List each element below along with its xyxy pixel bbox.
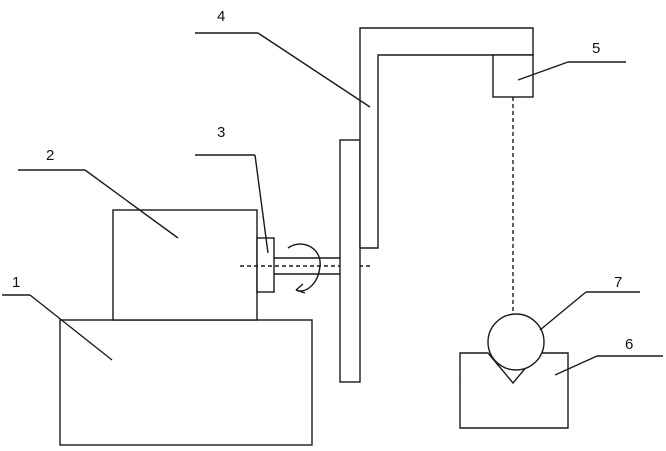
base-block (60, 320, 312, 445)
label-1: 1 (12, 274, 20, 291)
label-6: 6 (625, 336, 633, 353)
rotating-disc (340, 140, 360, 382)
rotation-arc (288, 244, 320, 291)
label-4: 4 (217, 8, 225, 25)
ball (488, 314, 544, 370)
leader-7-diagonal (540, 292, 586, 330)
label-7: 7 (614, 274, 622, 291)
leader-4-diagonal (258, 33, 370, 107)
label-5: 5 (592, 40, 600, 57)
coupling-block (257, 238, 274, 292)
label-3: 3 (217, 124, 225, 141)
sensor-head (493, 55, 533, 97)
motor-body (113, 210, 257, 320)
label-2: 2 (46, 147, 54, 164)
rotation-arrowhead (296, 284, 305, 293)
